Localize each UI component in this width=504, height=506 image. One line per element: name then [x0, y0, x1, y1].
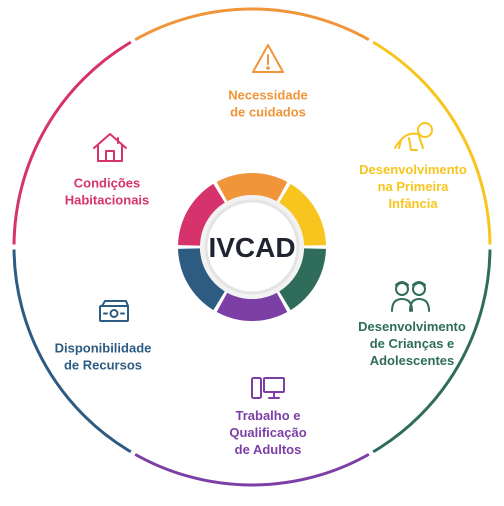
segment-necessidade	[131, 7, 373, 249]
ring-arc-adultos	[216, 292, 288, 322]
segment-label-adultos-line-1: Trabalho e	[235, 408, 300, 423]
segment-label-primeira-infancia-line-1: Desenvolvimento	[359, 162, 467, 177]
segment-label-primeira-infancia-line-3: Infância	[388, 196, 438, 211]
segment-label-habitacionais-line-1: Condições	[74, 176, 140, 191]
segment-label-recursos-line-1: Disponibilidade	[55, 341, 152, 356]
segment-label-necessidade-line-2: de cuidados	[230, 105, 306, 120]
ring-arc-criancas	[279, 248, 326, 311]
segment-label-necessidade-line-1: Necessidade	[228, 88, 308, 103]
crawling-baby-icon	[394, 122, 433, 151]
house-icon	[93, 133, 127, 162]
petals-layer	[8, 7, 496, 487]
segment-label-adultos-line-2: Qualificação	[229, 425, 306, 440]
icons-layer	[93, 44, 433, 399]
ring-arc-habitacionais	[178, 183, 225, 246]
segment-label-adultos-line-3: de Adultos	[235, 442, 302, 457]
segment-label-criancas-line-1: Desenvolvimento	[358, 319, 466, 334]
segment-label-criancas-line-3: Adolescentes	[370, 353, 455, 368]
segment-adultos	[131, 245, 373, 487]
warning-triangle-icon	[252, 44, 284, 73]
ring-arc-recursos	[178, 248, 225, 311]
segment-label-habitacionais-line-2: Habitacionais	[65, 193, 150, 208]
segment-label-recursos-line-2: de Recursos	[64, 358, 142, 373]
children-icon	[391, 281, 430, 312]
ring-arc-necessidade	[216, 172, 288, 202]
center-label: IVCAD	[208, 232, 295, 263]
segment-label-primeira-infancia-line-2: na Primeira	[378, 179, 450, 194]
devices-icon	[251, 377, 285, 399]
segment-label-criancas-line-2: de Crianças e	[370, 336, 455, 351]
money-icon	[99, 300, 129, 322]
ring-arc-primeira-infancia	[279, 183, 326, 246]
center-disc	[204, 199, 300, 295]
